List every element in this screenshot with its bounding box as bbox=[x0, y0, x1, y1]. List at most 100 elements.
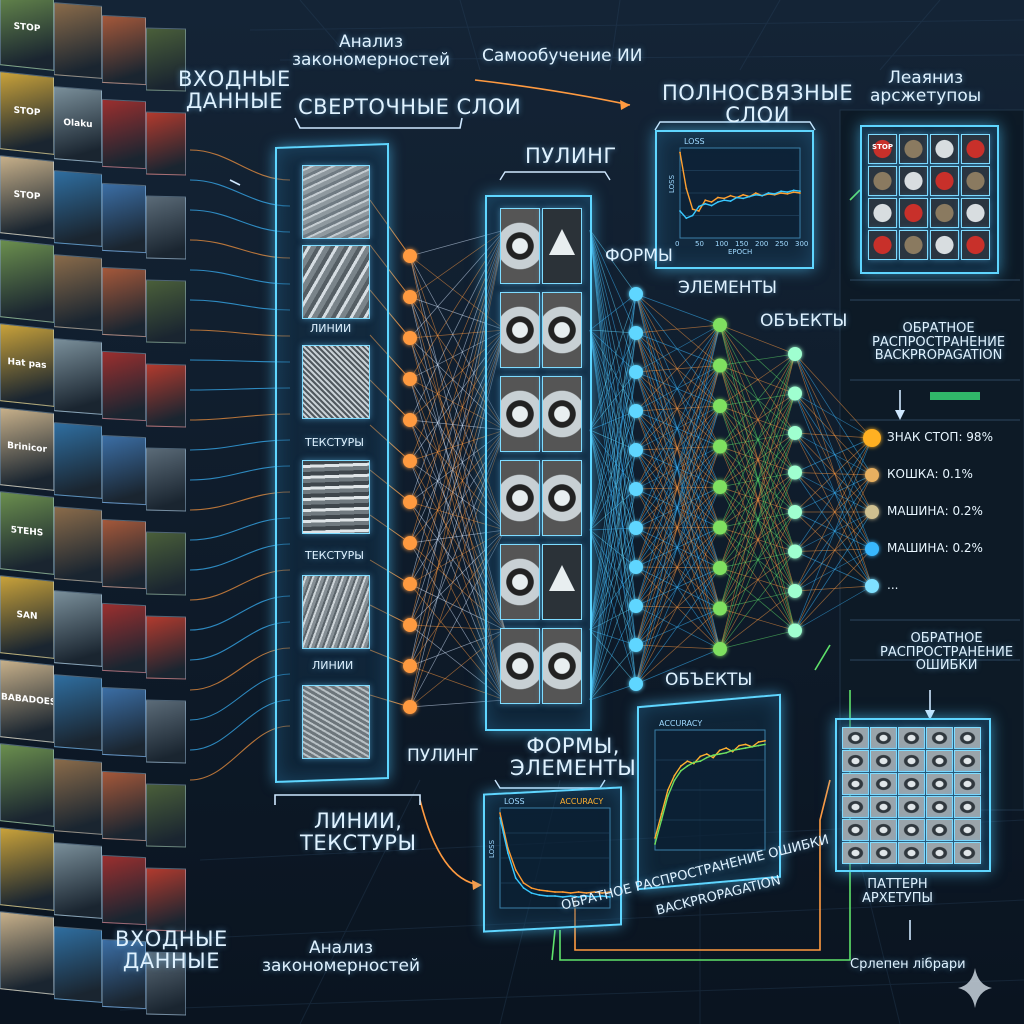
network-edge bbox=[409, 337, 506, 531]
network-edge bbox=[589, 527, 637, 701]
network-edge bbox=[589, 488, 637, 531]
network-edge bbox=[635, 486, 721, 529]
network-edge bbox=[635, 371, 721, 569]
network-edge bbox=[409, 460, 506, 531]
archetype-tile-text: STOP bbox=[872, 143, 893, 151]
pattern-tile bbox=[898, 727, 925, 749]
filter-label-lines: ЛИНИИ bbox=[312, 659, 354, 672]
network-edge bbox=[589, 449, 637, 631]
output-node bbox=[865, 579, 879, 593]
input-connection bbox=[189, 413, 291, 421]
pooling-tile bbox=[542, 544, 582, 620]
network-edge bbox=[409, 460, 506, 701]
input-image: STOP bbox=[0, 155, 54, 239]
network-edge bbox=[635, 488, 721, 569]
network-edges bbox=[369, 199, 873, 708]
network-edge bbox=[719, 472, 796, 650]
filter-tile bbox=[302, 460, 370, 534]
network-edge bbox=[409, 583, 506, 701]
conv-connection bbox=[369, 334, 411, 380]
fc-node bbox=[629, 404, 643, 418]
label-library: Срлепен лібрари bbox=[850, 957, 966, 972]
network-edge bbox=[635, 332, 721, 569]
network-edge bbox=[794, 472, 873, 513]
conv-connection bbox=[369, 559, 411, 585]
conv-node bbox=[403, 577, 417, 591]
network-edge bbox=[409, 542, 506, 701]
input-image bbox=[146, 111, 186, 176]
fc-node bbox=[713, 399, 727, 413]
pattern-tile bbox=[870, 796, 897, 818]
input-image bbox=[54, 842, 102, 919]
network-edge bbox=[794, 432, 873, 587]
pattern-tile bbox=[870, 773, 897, 795]
network-edge bbox=[635, 608, 721, 685]
filter-tile bbox=[302, 245, 370, 319]
network-edge bbox=[719, 405, 796, 513]
conv-node bbox=[403, 659, 417, 673]
pattern-tile bbox=[954, 750, 981, 772]
network-edge bbox=[635, 332, 721, 528]
network-edge bbox=[794, 432, 873, 550]
input-image bbox=[102, 686, 146, 758]
network-edge bbox=[409, 329, 506, 339]
input-image bbox=[102, 770, 146, 842]
input-image bbox=[146, 783, 186, 848]
input-image bbox=[54, 338, 102, 415]
network-edge bbox=[635, 567, 721, 685]
input-image bbox=[102, 854, 146, 926]
network-edge bbox=[719, 393, 796, 650]
conv-node bbox=[403, 495, 417, 509]
network-edge bbox=[719, 432, 796, 650]
network-edge bbox=[635, 293, 721, 366]
input-image bbox=[102, 434, 146, 506]
fc-node bbox=[629, 443, 643, 457]
filter-tile bbox=[302, 685, 370, 759]
input-image-text: Hat pas bbox=[7, 356, 47, 372]
network-edge bbox=[635, 410, 721, 650]
fc-node bbox=[788, 386, 802, 401]
input-connection bbox=[189, 595, 291, 631]
network-edge bbox=[409, 699, 506, 708]
network-edge bbox=[635, 405, 721, 451]
network-edge bbox=[794, 353, 873, 439]
input-image bbox=[54, 170, 102, 247]
network-edge bbox=[635, 449, 721, 528]
network-edge bbox=[719, 353, 796, 528]
pooling-tile bbox=[542, 460, 582, 536]
pattern-tile bbox=[954, 819, 981, 841]
network-edge bbox=[589, 371, 637, 631]
input-image: 5ТЕНS bbox=[0, 491, 54, 575]
network-edge bbox=[589, 293, 637, 531]
network-edge bbox=[409, 229, 506, 462]
network-edge bbox=[409, 378, 506, 631]
network-edge bbox=[589, 644, 637, 701]
network-edge bbox=[794, 472, 873, 587]
input-connection bbox=[189, 491, 291, 511]
input-connection bbox=[189, 239, 291, 259]
pattern-tile bbox=[898, 773, 925, 795]
network-edge bbox=[794, 432, 873, 476]
network-edge bbox=[409, 665, 506, 701]
network-edge bbox=[794, 548, 873, 592]
network-edge bbox=[635, 371, 721, 609]
pattern-tile bbox=[926, 796, 953, 818]
network-edge bbox=[635, 293, 721, 488]
fc-node bbox=[629, 599, 643, 613]
network-edge bbox=[409, 378, 506, 431]
network-edge bbox=[635, 410, 721, 609]
network-edge bbox=[635, 332, 721, 488]
archetype-tile bbox=[899, 198, 928, 228]
network-edge bbox=[719, 446, 796, 592]
network-edge bbox=[635, 527, 721, 569]
network-edge bbox=[589, 529, 637, 646]
network-edge bbox=[719, 353, 796, 488]
input-image: SAN bbox=[0, 575, 54, 659]
network-edge bbox=[589, 371, 637, 701]
network-edge bbox=[589, 449, 637, 531]
network-edge bbox=[794, 353, 873, 476]
network-edge bbox=[589, 329, 637, 646]
network-edge bbox=[719, 405, 796, 552]
pattern-tile bbox=[954, 727, 981, 749]
network-edge bbox=[719, 324, 796, 355]
